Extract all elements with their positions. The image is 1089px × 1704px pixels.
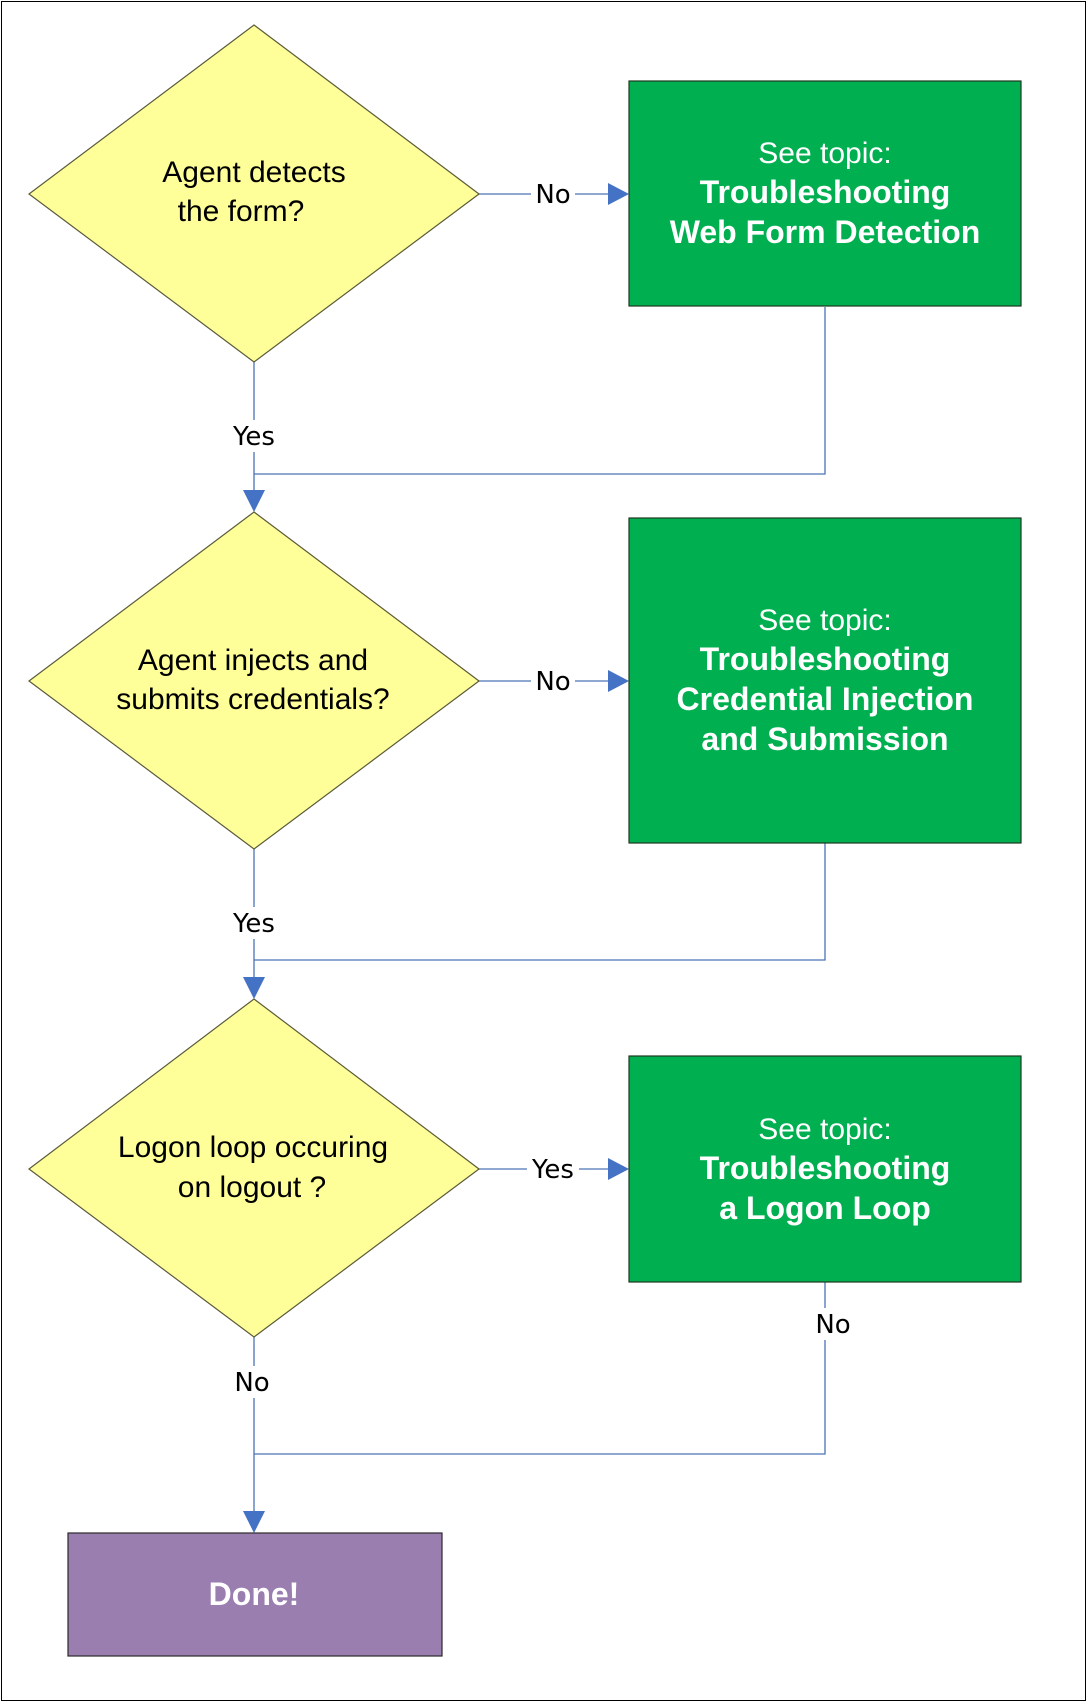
arrowhead-done-in	[243, 1511, 265, 1533]
topic-3-line-1: Troubleshooting	[700, 1150, 951, 1186]
terminal: Done!	[67, 1532, 443, 1657]
topic-2: See topic: Troubleshooting Credential In…	[628, 517, 1022, 844]
connectors	[243, 183, 826, 1533]
arrowhead-d1-no	[608, 183, 629, 205]
edge-label-bg	[811, 1308, 857, 1340]
done-label: Done!	[209, 1576, 300, 1612]
decision-1-line-1: Agent detects	[162, 156, 345, 189]
edge-labels: No Yes No Yes Yes No No	[228, 178, 857, 1398]
edge-label-bg	[230, 1366, 276, 1398]
arrowhead-d2-in	[243, 490, 265, 512]
topic-3-line-2: a Logon Loop	[719, 1190, 931, 1226]
edge-label-bg	[228, 420, 280, 452]
topic-2-line-1: Troubleshooting	[700, 641, 951, 677]
topic-1-heading: See topic:	[758, 137, 891, 170]
connector-t3-return	[254, 1282, 826, 1455]
topic-1: See topic: Troubleshooting Web Form Dete…	[628, 80, 1022, 307]
topic-1-line-1: Troubleshooting	[700, 174, 951, 210]
topic-box	[628, 80, 1022, 307]
decision-diamond	[27, 511, 481, 850]
decision-diamond	[27, 24, 481, 363]
edge-label-d3-yes: Yes	[531, 1155, 574, 1185]
topic-3-heading: See topic:	[758, 1113, 891, 1146]
edge-label-d2-no: No	[535, 667, 570, 697]
arrowhead-d3-in	[243, 977, 265, 999]
edge-label-bg	[228, 907, 280, 939]
topic-2-heading: See topic:	[758, 604, 891, 637]
topic-box	[628, 517, 1022, 844]
done-box	[67, 1532, 443, 1657]
arrowhead-d2-no	[608, 670, 629, 692]
arrowhead-d3-yes	[608, 1158, 629, 1180]
connector-t2-return	[254, 843, 826, 961]
decision-2-line-1: Agent injects and	[138, 644, 368, 677]
decision-1: Agent detects the form?	[27, 24, 481, 363]
decision-2-line-2: submits credentials?	[116, 683, 389, 716]
decision-3-line-1: Logon loop occuring	[118, 1131, 388, 1164]
topic-2-line-3: and Submission	[701, 721, 948, 757]
decision-diamond	[28, 998, 480, 1338]
edge-label-bg	[531, 665, 575, 697]
decision-2: Agent injects and submits credentials?	[27, 511, 481, 850]
topic-box	[628, 1055, 1022, 1283]
edge-label-d3-no: No	[234, 1368, 269, 1398]
topic-3: See topic: Troubleshooting a Logon Loop	[628, 1055, 1022, 1283]
decision-1-line-2: the form?	[178, 195, 305, 228]
connector-t1-return	[254, 307, 826, 475]
edge-label-d2-yes: Yes	[232, 909, 275, 939]
edge-label-t3-no: No	[815, 1310, 850, 1340]
edge-label-bg	[531, 178, 575, 210]
decision-3-line-2: on logout ?	[178, 1171, 326, 1204]
edge-label-d1-yes: Yes	[232, 422, 275, 452]
edge-label-d1-no: No	[535, 180, 570, 210]
topic-2-line-2: Credential Injection	[677, 681, 974, 717]
decision-3: Logon loop occuring on logout ?	[28, 998, 480, 1338]
edge-label-bg	[527, 1153, 579, 1185]
topic-1-line-2: Web Form Detection	[670, 214, 981, 250]
